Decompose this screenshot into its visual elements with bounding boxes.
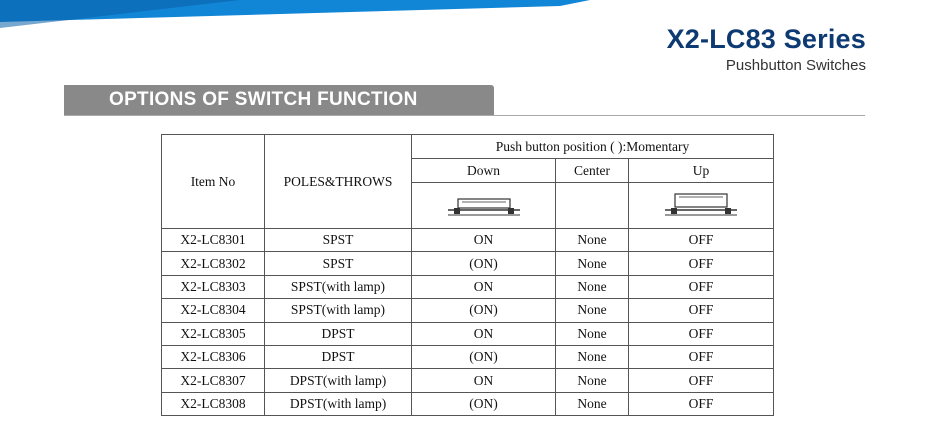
center-cell: None (555, 251, 629, 276)
poles-throws-cell: DPST(with lamp) (264, 391, 412, 417)
up-illustration-cell (628, 182, 774, 229)
switch-released-up-icon (665, 192, 737, 216)
item-no-cell: X2-LC8302 (161, 251, 265, 276)
column-header-item-no: Item No (161, 134, 265, 229)
switch-pressed-down-icon (447, 197, 520, 216)
column-header-down: Down (411, 158, 556, 183)
center-cell: None (555, 391, 629, 417)
item-no-cell: X2-LC8301 (161, 227, 265, 253)
up-cell: OFF (628, 368, 774, 393)
up-cell: OFF (628, 298, 774, 323)
table-row: X2-LC8304 SPST(with lamp) (ON) None OFF (161, 298, 774, 323)
poles-throws-cell: DPST(with lamp) (264, 368, 412, 393)
down-illustration-cell (411, 182, 556, 229)
section-divider (64, 115, 865, 116)
table-row: X2-LC8308 DPST(with lamp) (ON) None OFF (161, 391, 774, 417)
down-cell: ON (411, 227, 556, 253)
section-title-band (64, 85, 494, 116)
table-row: X2-LC8301 SPST ON None OFF (161, 227, 774, 253)
poles-throws-cell: DPST (264, 321, 412, 346)
center-cell: None (555, 344, 629, 370)
poles-throws-cell: SPST(with lamp) (264, 298, 412, 323)
down-cell: ON (411, 368, 556, 393)
table-row: X2-LC8306 DPST (ON) None OFF (161, 344, 774, 370)
item-no-cell: X2-LC8306 (161, 344, 265, 370)
header-accent-stripe (0, 0, 590, 28)
poles-throws-cell: SPST (264, 251, 412, 276)
item-no-cell: X2-LC8307 (161, 368, 265, 393)
item-no-cell: X2-LC8303 (161, 274, 265, 300)
down-cell: (ON) (411, 251, 556, 276)
center-illustration-cell (555, 182, 629, 229)
up-cell: OFF (628, 321, 774, 346)
down-cell: (ON) (411, 298, 556, 323)
column-header-push-position: Push button position ( ):Momentary (411, 134, 774, 159)
poles-throws-cell: DPST (264, 344, 412, 370)
table-row: X2-LC8302 SPST (ON) None OFF (161, 251, 774, 276)
center-cell: None (555, 321, 629, 346)
item-no-cell: X2-LC8304 (161, 298, 265, 323)
down-cell: (ON) (411, 391, 556, 417)
series-subtitle: Pushbutton Switches (725, 57, 866, 74)
table-row: X2-LC8305 DPST ON None OFF (161, 321, 774, 346)
center-cell: None (555, 368, 629, 393)
down-cell: ON (411, 321, 556, 346)
down-cell: (ON) (411, 344, 556, 370)
section-title: OPTIONS OF SWITCH FUNCTION (109, 89, 418, 110)
up-cell: OFF (628, 227, 774, 253)
switch-function-table: Item No POLES&THROWS Push button positio… (161, 134, 774, 417)
item-no-cell: X2-LC8305 (161, 321, 265, 346)
center-cell: None (555, 227, 629, 253)
column-header-poles-throws: POLES&THROWS (264, 134, 412, 229)
poles-throws-cell: SPST (264, 227, 412, 253)
up-cell: OFF (628, 344, 774, 370)
poles-throws-cell: SPST(with lamp) (264, 274, 412, 300)
column-header-center: Center (555, 158, 629, 183)
down-cell: ON (411, 274, 556, 300)
column-header-up: Up (628, 158, 774, 183)
center-cell: None (555, 274, 629, 300)
table-row: X2-LC8307 DPST(with lamp) ON None OFF (161, 368, 774, 393)
table-row: X2-LC8303 SPST(with lamp) ON None OFF (161, 274, 774, 300)
item-no-cell: X2-LC8308 (161, 391, 265, 417)
center-cell: None (555, 298, 629, 323)
up-cell: OFF (628, 391, 774, 417)
up-cell: OFF (628, 274, 774, 300)
up-cell: OFF (628, 251, 774, 276)
series-title: X2-LC83 Series (666, 24, 866, 54)
